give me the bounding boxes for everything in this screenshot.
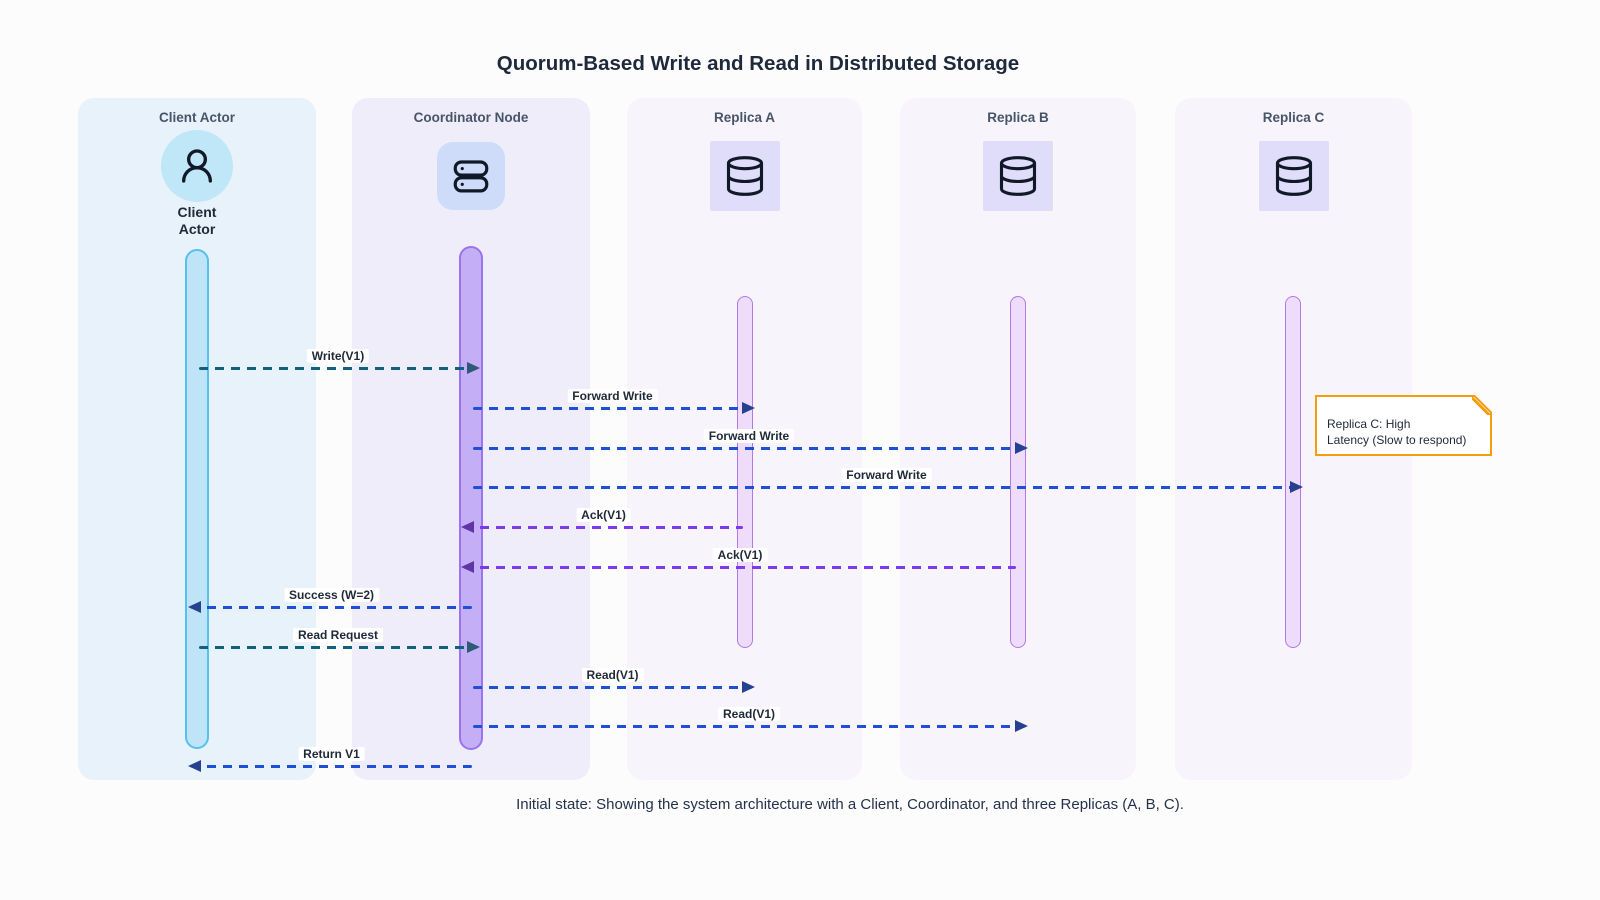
note-body: Replica C: High Latency (Slow to respond… — [1317, 397, 1490, 454]
lane-title: Replica B — [987, 110, 1049, 125]
arrowhead-right-icon — [1290, 481, 1303, 493]
arrowhead-left-icon — [188, 601, 201, 613]
status-caption: Initial state: Showing the system archit… — [516, 796, 1184, 813]
arrowhead-right-icon — [1015, 442, 1028, 454]
message-label: Write(V1) — [306, 349, 370, 363]
lifeline-replica-b — [1010, 296, 1026, 648]
dashed-line — [191, 764, 472, 768]
lifeline-replica-c — [1285, 296, 1301, 648]
lifeline-coordinator — [459, 246, 483, 750]
dashed-line — [199, 645, 477, 649]
message-label: Read Request — [292, 628, 384, 642]
lifeline-replica-a — [737, 296, 753, 648]
dashed-line — [473, 406, 752, 410]
arrowhead-right-icon — [742, 681, 755, 693]
person-icon — [182, 149, 212, 183]
message-label: Success (W=2) — [283, 588, 380, 602]
diagram-title: Quorum-Based Write and Read in Distribut… — [496, 52, 1020, 75]
message-label: Read(V1) — [581, 668, 644, 682]
arrowhead-right-icon — [467, 362, 480, 374]
database-icon — [726, 156, 763, 196]
arrowhead-right-icon — [1015, 720, 1028, 732]
message-label: Ack(V1) — [576, 508, 631, 522]
folded-corner-icon — [1472, 397, 1490, 415]
dashed-line — [473, 485, 1300, 489]
message-label: Forward Write — [567, 389, 658, 403]
replica-c-icon-box — [1258, 141, 1329, 211]
client-avatar — [161, 130, 233, 202]
message-label: Read(V1) — [717, 707, 781, 721]
dashed-line — [464, 565, 1016, 569]
message-label: Return V1 — [298, 747, 365, 761]
message-label: Forward Write — [841, 468, 932, 482]
dashed-line — [464, 525, 743, 529]
client-node-label: Client Actor — [177, 204, 217, 237]
database-icon — [999, 156, 1037, 196]
lane-title: Replica C — [1262, 110, 1325, 125]
dashed-line — [473, 724, 1025, 728]
arrowhead-left-icon — [461, 561, 474, 573]
lane-title: Replica A — [713, 110, 776, 125]
arrowhead-right-icon — [467, 641, 480, 653]
database-icon — [1275, 156, 1312, 196]
arrowhead-left-icon — [188, 760, 201, 772]
arrowhead-left-icon — [461, 521, 474, 533]
coordinator-icon-box — [437, 142, 505, 210]
dashed-line — [191, 605, 472, 609]
replica-b-icon-box — [983, 141, 1053, 211]
lifeline-client — [185, 249, 209, 749]
replica-a-icon-box — [709, 141, 780, 211]
message-label: Forward Write — [703, 429, 795, 443]
dashed-line — [199, 366, 477, 370]
message-label: Ack(V1) — [712, 548, 768, 562]
dashed-line — [473, 685, 752, 689]
note-text: Replica C: High Latency (Slow to respond… — [1327, 417, 1467, 447]
dashed-line — [473, 446, 1025, 450]
note-replica-c-latency: Replica C: High Latency (Slow to respond… — [1315, 395, 1492, 456]
lane-title: Client Actor — [158, 110, 235, 125]
arrowhead-right-icon — [742, 402, 755, 414]
server-icon — [453, 160, 489, 193]
lane-title: Coordinator Node — [413, 110, 529, 125]
